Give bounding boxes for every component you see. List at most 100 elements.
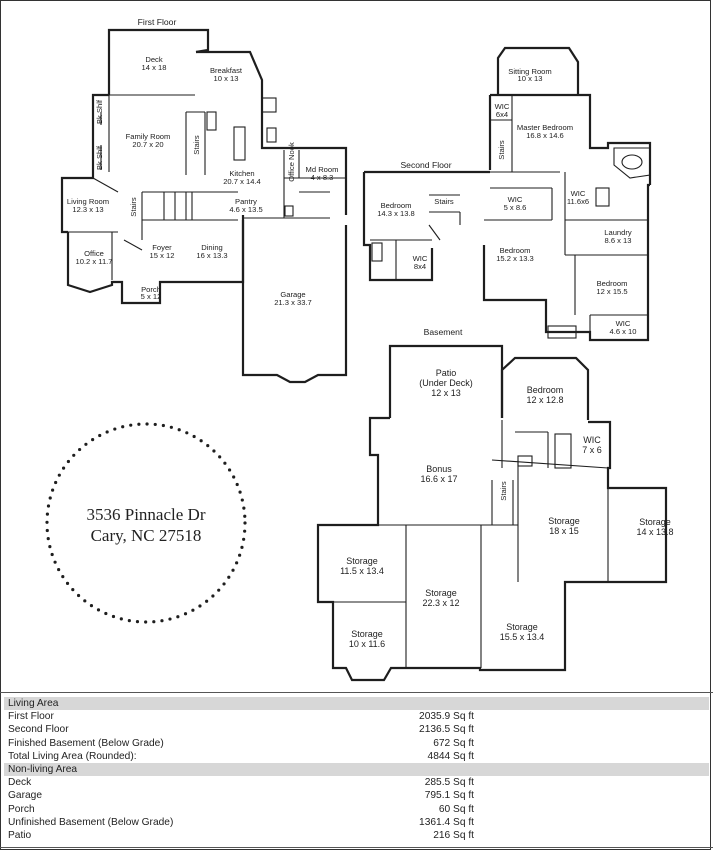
svg-text:Stairs: Stairs	[497, 140, 506, 160]
svg-text:8x4: 8x4	[414, 262, 426, 271]
table-row: Finished Basement (Below Grade) 672 Sq f…	[8, 737, 474, 749]
svg-text:WIC: WIC	[495, 102, 510, 111]
svg-text:Bk Shlf: Bk Shlf	[95, 99, 104, 124]
svg-text:15.5 x 13.4: 15.5 x 13.4	[500, 632, 545, 642]
first-floor-labels: Deck 14 x 18 Breakfast 10 x 13 Bk Shlf B…	[67, 55, 339, 307]
svg-text:15.2 x 13.3: 15.2 x 13.3	[496, 254, 534, 263]
svg-text:12 x 15.5: 12 x 15.5	[596, 287, 627, 296]
second-floor-labels: Sitting Room 10 x 13 WIC 6x4 Master Bedr…	[377, 67, 636, 336]
address-line2: Cary, NC 27518	[91, 526, 202, 545]
svg-text:11.6x6: 11.6x6	[567, 197, 589, 206]
svg-text:5 x 12: 5 x 12	[141, 292, 162, 301]
table-row: Unfinished Basement (Below Grade) 1361.4…	[8, 816, 474, 828]
svg-text:Stairs: Stairs	[499, 481, 508, 501]
svg-text:Garage: Garage	[280, 290, 305, 299]
svg-text:15 x 12: 15 x 12	[150, 251, 175, 260]
svg-text:Dining: Dining	[201, 243, 223, 252]
svg-text:Kitchen: Kitchen	[229, 169, 254, 178]
svg-text:16 x 13.3: 16 x 13.3	[196, 251, 227, 260]
svg-text:16.6 x 17: 16.6 x 17	[420, 474, 457, 484]
svg-text:10.2 x 11.7: 10.2 x 11.7	[75, 257, 112, 266]
table-row: Second Floor 2136.5 Sq ft	[8, 724, 474, 736]
svg-text:14 x 18: 14 x 18	[142, 63, 167, 72]
svg-text:Storage: Storage	[506, 622, 538, 632]
svg-text:Master Bedroom: Master Bedroom	[517, 123, 573, 132]
svg-text:Stairs: Stairs	[129, 197, 138, 217]
svg-text:Office Nook: Office Nook	[287, 142, 296, 182]
table-row: First Floor 2035.9 Sq ft	[8, 711, 474, 723]
first-floor-title: First Floor	[138, 17, 177, 27]
svg-text:6x4: 6x4	[496, 110, 508, 119]
address-seal: 3536 Pinnacle Dr Cary, NC 27518	[45, 422, 247, 624]
basement-title: Basement	[424, 327, 463, 337]
table-top-rule	[0, 692, 713, 693]
svg-text:18 x 15: 18 x 15	[549, 526, 579, 536]
svg-text:WIC: WIC	[583, 435, 601, 445]
svg-text:12 x 12.8: 12 x 12.8	[526, 395, 563, 405]
basement-walls	[316, 344, 668, 682]
svg-text:Stairs: Stairs	[192, 135, 201, 155]
svg-text:5 x 8.6: 5 x 8.6	[504, 203, 527, 212]
svg-text:10 x 11.6: 10 x 11.6	[349, 639, 385, 649]
svg-text:WIC: WIC	[616, 319, 631, 328]
svg-text:Porch: Porch	[141, 285, 161, 294]
svg-text:Bedroom: Bedroom	[527, 385, 564, 395]
svg-text:Living Room: Living Room	[67, 197, 109, 206]
address-line1: 3536 Pinnacle Dr	[87, 505, 206, 524]
svg-text:Storage: Storage	[425, 588, 457, 598]
living-area-header: Living Area	[4, 697, 709, 711]
svg-text:Laundry: Laundry	[604, 228, 632, 237]
svg-text:Bedroom: Bedroom	[381, 201, 412, 210]
svg-text:4.6 x 13.5: 4.6 x 13.5	[229, 205, 262, 214]
svg-text:16.8 x 14.6: 16.8 x 14.6	[526, 131, 564, 140]
table-row: Porch 60 Sq ft	[8, 803, 474, 815]
table-bottom-rule	[0, 847, 713, 848]
table-row: Garage 795.1 Sq ft	[8, 790, 474, 802]
svg-text:Pantry: Pantry	[235, 197, 257, 206]
svg-text:Breakfast: Breakfast	[210, 66, 243, 75]
svg-text:Storage: Storage	[351, 629, 383, 639]
svg-text:14 x 13.8: 14 x 13.8	[636, 527, 673, 537]
svg-text:(Under Deck): (Under Deck)	[419, 378, 473, 388]
svg-text:12 x 13: 12 x 13	[431, 388, 461, 398]
svg-text:Office: Office	[84, 249, 104, 258]
svg-text:Foyer: Foyer	[152, 243, 172, 252]
floor-plan-drawing: First Floor	[45, 17, 674, 682]
first-floor-walls	[60, 28, 348, 384]
svg-text:Storage: Storage	[639, 517, 671, 527]
svg-text:22.3 x 12: 22.3 x 12	[422, 598, 459, 608]
svg-text:7 x 6: 7 x 6	[582, 445, 602, 455]
svg-text:Bonus: Bonus	[426, 464, 452, 474]
svg-text:Stairs: Stairs	[434, 197, 454, 206]
second-floor-walls	[362, 46, 652, 342]
table-row: Patio 216 Sq ft	[8, 829, 474, 841]
svg-text:Bk Shlf: Bk Shlf	[95, 145, 104, 170]
table-row: Deck 285.5 Sq ft	[8, 777, 474, 789]
svg-text:14.3 x 13.8: 14.3 x 13.8	[377, 209, 415, 218]
svg-text:WIC: WIC	[571, 189, 586, 198]
svg-text:11.5 x 13.4: 11.5 x 13.4	[340, 566, 384, 576]
svg-text:8.6 x 13: 8.6 x 13	[604, 236, 631, 245]
svg-text:Md Room: Md Room	[306, 165, 339, 174]
svg-text:21.3 x 33.7: 21.3 x 33.7	[274, 298, 312, 307]
svg-text:20.7 x 14.4: 20.7 x 14.4	[223, 177, 261, 186]
svg-text:Bedroom: Bedroom	[500, 246, 531, 255]
nonliving-area-header: Non-living Area	[4, 762, 709, 777]
basement-labels: Patio (Under Deck) 12 x 13 Bedroom 12 x …	[340, 368, 673, 649]
svg-text:WIC: WIC	[413, 254, 428, 263]
svg-text:Sitting Room: Sitting Room	[508, 67, 551, 76]
svg-text:Storage: Storage	[548, 516, 580, 526]
svg-text:4 x 8.3: 4 x 8.3	[311, 173, 334, 182]
svg-text:Bedroom: Bedroom	[597, 279, 628, 288]
svg-text:20.7 x 20: 20.7 x 20	[132, 140, 163, 149]
svg-text:Family Room: Family Room	[126, 132, 171, 141]
second-floor-title: Second Floor	[400, 160, 451, 170]
area-table: Living Area First Floor 2035.9 Sq ft Sec…	[4, 697, 709, 842]
svg-text:10 x 13: 10 x 13	[214, 74, 239, 83]
svg-text:Deck: Deck	[145, 55, 163, 64]
svg-text:10 x 13: 10 x 13	[518, 74, 543, 83]
svg-text:Storage: Storage	[346, 556, 378, 566]
svg-text:WIC: WIC	[508, 195, 523, 204]
svg-text:4.6 x 10: 4.6 x 10	[609, 327, 636, 336]
